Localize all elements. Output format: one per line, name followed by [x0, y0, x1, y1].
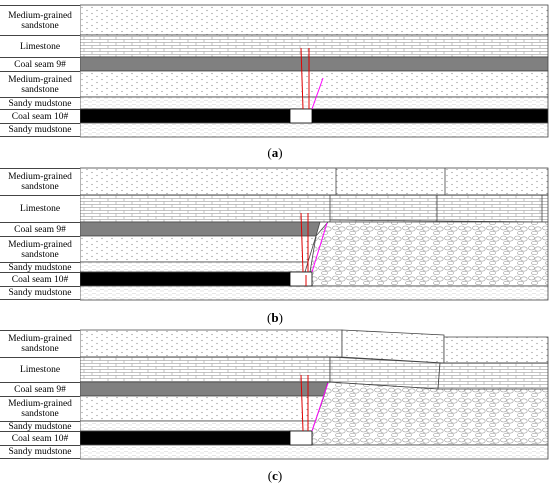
- layer-coal-seam-10: [80, 271, 311, 287]
- label-sandy-mudstone-top: Sandy mudstone: [0, 262, 80, 273]
- label-limestone: Limestone: [0, 357, 80, 382]
- label-sandy-mudstone-top: Sandy mudstone: [0, 97, 80, 109]
- layer-sandy-mudstone-top: [80, 261, 309, 273]
- label-sandy-mudstone-bottom: Sandy mudstone: [0, 286, 80, 300]
- layer-medium-sandstone-top: [80, 4, 549, 36]
- limestone-block: [437, 362, 549, 390]
- label-coal-seam-10: Coal seam 10#: [0, 109, 80, 123]
- mining-roadway: [289, 108, 313, 124]
- label-medium-sandstone-mid: Medium-grained sandstone: [0, 396, 80, 421]
- label-medium-sandstone-mid: Medium-grained sandstone: [0, 236, 80, 262]
- caved-zone: [309, 221, 549, 287]
- panel-b: Medium-grained sandstone Limestone Coal …: [0, 165, 550, 325]
- layer-medium-sandstone-top: [80, 167, 549, 196]
- red-line-left: [300, 374, 304, 432]
- caved-zone: [311, 381, 549, 446]
- layer-sandy-mudstone-bottom: [80, 285, 549, 301]
- label-limestone: Limestone: [0, 35, 80, 57]
- label-coal-seam-10: Coal seam 10#: [0, 272, 80, 286]
- layer-medium-sandstone-mid: [80, 70, 549, 98]
- label-medium-sandstone-top: Medium-grained sandstone: [0, 5, 80, 35]
- strata-section-c: [80, 329, 549, 460]
- panel-c: Medium-grained sandstone Limestone Coal …: [0, 327, 550, 486]
- label-sandy-mudstone-top: Sandy mudstone: [0, 421, 80, 432]
- label-coal-seam-9: Coal seam 9#: [0, 57, 80, 71]
- strata-section-b: [80, 167, 549, 301]
- mining-roadway: [289, 430, 313, 446]
- layer-limestone: [80, 356, 331, 383]
- label-coal-seam-9: Coal seam 9#: [0, 382, 80, 396]
- panel-a: Medium-grained sandstone Limestone Coal …: [0, 0, 550, 160]
- caption-b: (b): [267, 310, 283, 325]
- layer-sandy-mudstone-top: [80, 420, 317, 432]
- layer-medium-sandstone-mid: [80, 235, 317, 263]
- caption-c: (c): [267, 468, 283, 483]
- layer-coal-seam-9: [80, 56, 549, 72]
- layer-coal-seam-10: [80, 108, 549, 124]
- label-medium-sandstone-top: Medium-grained sandstone: [0, 168, 80, 195]
- mining-roadway: [289, 271, 313, 287]
- label-medium-sandstone-mid: Medium-grained sandstone: [0, 71, 80, 97]
- label-sandy-mudstone-bottom: Sandy mudstone: [0, 445, 80, 459]
- layer-coal-seam-9: [80, 221, 321, 237]
- label-coal-seam-10: Coal seam 10#: [0, 431, 80, 445]
- layer-limestone: [80, 194, 549, 223]
- label-limestone: Limestone: [0, 195, 80, 222]
- layer-sandy-mudstone-bottom: [80, 122, 549, 138]
- strata-section-a: [80, 4, 549, 138]
- red-line-left: [300, 212, 304, 273]
- layer-coal-seam-9: [80, 381, 329, 397]
- layer-limestone: [80, 34, 549, 58]
- magenta-line: [311, 77, 324, 110]
- magenta-line: [311, 222, 328, 273]
- label-sandy-mudstone-bottom: Sandy mudstone: [0, 123, 80, 137]
- magenta-line: [311, 382, 329, 432]
- layer-medium-sandstone-mid: [80, 395, 325, 422]
- layer-medium-sandstone-top: [80, 329, 343, 358]
- sandstone-block: [443, 336, 549, 364]
- caption-a: (a): [267, 145, 283, 160]
- layer-coal-seam-10: [80, 430, 313, 446]
- label-coal-seam-9: Coal seam 9#: [0, 222, 80, 236]
- layer-sandy-mudstone-bottom: [80, 444, 549, 460]
- label-medium-sandstone-top: Medium-grained sandstone: [0, 330, 80, 357]
- red-line-left: [300, 47, 304, 110]
- sandstone-block: [341, 329, 445, 364]
